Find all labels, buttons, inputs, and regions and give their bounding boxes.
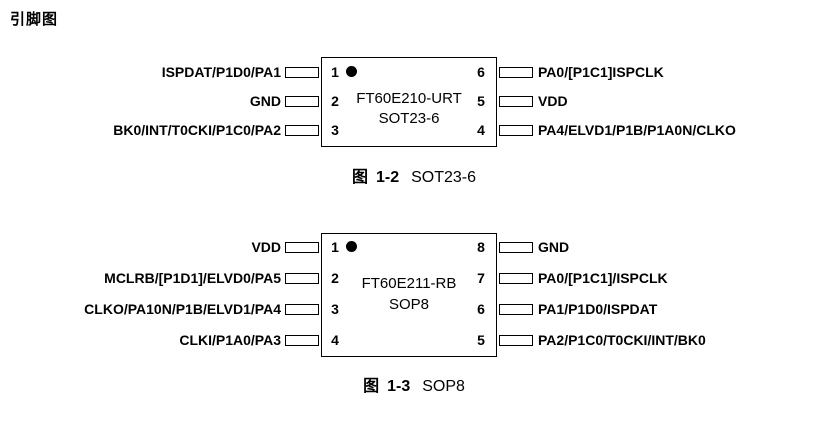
pin-lead-right [499, 304, 533, 315]
pin-lead-right [499, 335, 533, 346]
pin-number: 6 [477, 64, 485, 80]
chip-body: FT60E210-URT SOT23-6 [321, 57, 497, 147]
pin-number: 1 [331, 239, 339, 255]
chip-package-name: SOP8 [388, 296, 430, 313]
pin-lead-left [285, 125, 319, 136]
chip-body: FT60E211-RB SOP8 [321, 233, 497, 357]
chip-package-name: SOT23-6 [378, 110, 440, 127]
pin-label-left: MCLRB/[P1D1]/ELVD0/PA5 [104, 270, 281, 286]
pin-label-left: ISPDAT/P1D0/PA1 [161, 64, 281, 80]
chip-part-number: FT60E211-RB [361, 275, 457, 292]
figure-caption: 图 1-3 SOP8 [0, 376, 828, 397]
pin-lead-right [499, 67, 533, 78]
pin-number: 5 [477, 93, 485, 109]
pin-number: 4 [331, 332, 339, 348]
pin-lead-right [499, 242, 533, 253]
pin-number: 3 [331, 301, 339, 317]
pin-number: 2 [331, 93, 339, 109]
caption-prefix: 图 [351, 167, 368, 186]
pin-label-right: PA4/ELVD1/P1B/P1A0N/CLKO [538, 122, 736, 138]
pin-number: 7 [477, 270, 485, 286]
caption-number: 1-2 [375, 169, 400, 186]
pin-label-right: PA0/[P1C1]/ISPCLK [538, 270, 668, 286]
pin-label-left: VDD [251, 239, 281, 255]
pin1-marker-dot [346, 66, 357, 77]
caption-title: SOT23-6 [411, 169, 477, 186]
pin-lead-left [285, 96, 319, 107]
pin-label-left: CLKO/PA10N/P1B/ELVD1/PA4 [84, 301, 281, 317]
caption-number: 1-3 [387, 378, 411, 395]
chip-part-number: FT60E210-URT [356, 90, 462, 107]
figure-caption: 图 1-2 SOT23-6 [0, 167, 828, 188]
pin-number: 4 [477, 122, 485, 138]
caption-title: SOP8 [422, 378, 465, 395]
pin-lead-right [499, 125, 533, 136]
pin-lead-left [285, 273, 319, 284]
pin-label-right: PA2/P1C0/T0CKI/INT/BK0 [538, 332, 706, 348]
pin-lead-right [499, 96, 533, 107]
pin-label-right: VDD [538, 93, 568, 109]
pin-number: 3 [331, 122, 339, 138]
pin-number: 6 [477, 301, 485, 317]
pin-label-right: PA0/[P1C1]ISPCLK [538, 64, 664, 80]
pin-lead-left [285, 67, 319, 78]
pin-number: 8 [477, 239, 485, 255]
pin-label-left: CLKI/P1A0/PA3 [179, 332, 281, 348]
pin-label-right: PA1/P1D0/ISPDAT [538, 301, 658, 317]
pin-lead-left [285, 335, 319, 346]
pin-lead-left [285, 304, 319, 315]
pin1-marker-dot [346, 241, 357, 252]
pin-label-right: GND [538, 239, 570, 255]
pin-number: 5 [477, 332, 485, 348]
section-heading: 引脚图 [10, 10, 59, 28]
pin-number: 2 [331, 270, 339, 286]
pin-label-left: BK0/INT/T0CKI/P1C0/PA2 [113, 122, 281, 138]
pin-lead-right [499, 273, 533, 284]
pin-label-left: GND [249, 93, 281, 109]
pin-number: 1 [331, 64, 339, 80]
caption-prefix: 图 [363, 376, 380, 395]
pin-lead-left [285, 242, 319, 253]
